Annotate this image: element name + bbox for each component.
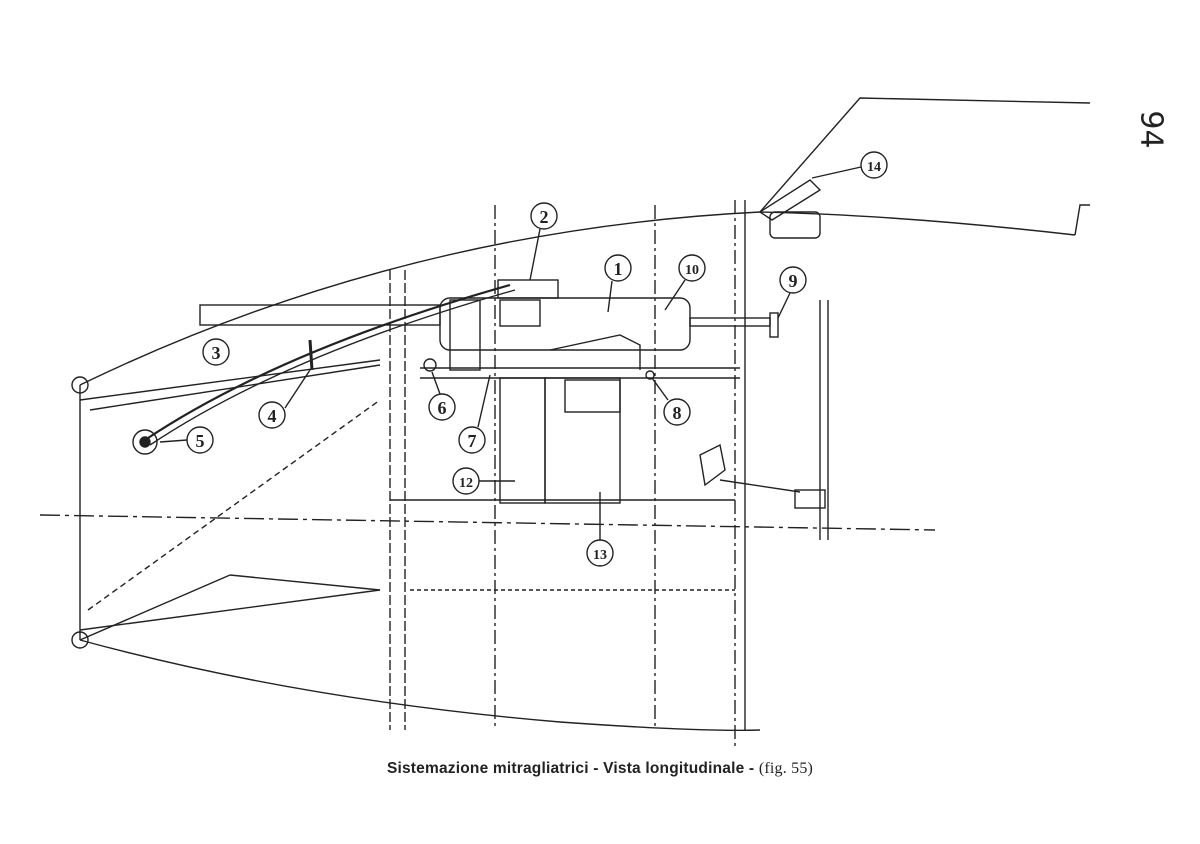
callout-6: 6 xyxy=(428,371,456,421)
svg-text:3: 3 xyxy=(212,343,221,363)
lever-assembly xyxy=(699,443,826,509)
caption-figure-number: (fig. 55) xyxy=(758,760,814,777)
svg-text:5: 5 xyxy=(196,431,205,451)
frame-lines xyxy=(39,200,936,750)
callout-9: 9 xyxy=(777,266,807,319)
callout-markers: 1 2 3 4 5 6 7 8 9 10 12 13 14 xyxy=(159,151,888,567)
callout-7: 7 xyxy=(458,374,491,454)
svg-text:8: 8 xyxy=(673,403,682,423)
callout-13: 13 xyxy=(586,492,614,567)
svg-text:4: 4 xyxy=(268,406,277,426)
svg-text:2: 2 xyxy=(540,207,549,227)
caption-main: Sistemazione mitragliatrici - Vista long… xyxy=(386,760,755,777)
svg-text:12: 12 xyxy=(459,476,473,491)
svg-text:13: 13 xyxy=(593,548,607,563)
svg-text:9: 9 xyxy=(789,271,798,291)
callout-14: 14 xyxy=(811,151,888,179)
callout-3: 3 xyxy=(202,338,230,366)
callout-12: 12 xyxy=(452,467,515,495)
figure-caption: Sistemazione mitragliatrici - Vista long… xyxy=(0,760,1200,778)
svg-text:14: 14 xyxy=(867,160,881,175)
callout-1: 1 xyxy=(604,254,632,313)
callout-8: 8 xyxy=(651,377,691,426)
callout-5: 5 xyxy=(159,426,214,454)
machine-gun xyxy=(199,279,779,504)
callout-2: 2 xyxy=(529,202,558,281)
callout-10: 10 xyxy=(664,254,706,311)
svg-text:6: 6 xyxy=(438,398,447,418)
svg-text:7: 7 xyxy=(468,431,477,451)
svg-text:1: 1 xyxy=(614,259,623,279)
callout-4: 4 xyxy=(258,369,311,429)
fuselage-outline xyxy=(71,97,1091,732)
control-cable xyxy=(132,283,516,455)
windscreen-fitting xyxy=(758,179,822,239)
svg-text:10: 10 xyxy=(685,263,699,278)
